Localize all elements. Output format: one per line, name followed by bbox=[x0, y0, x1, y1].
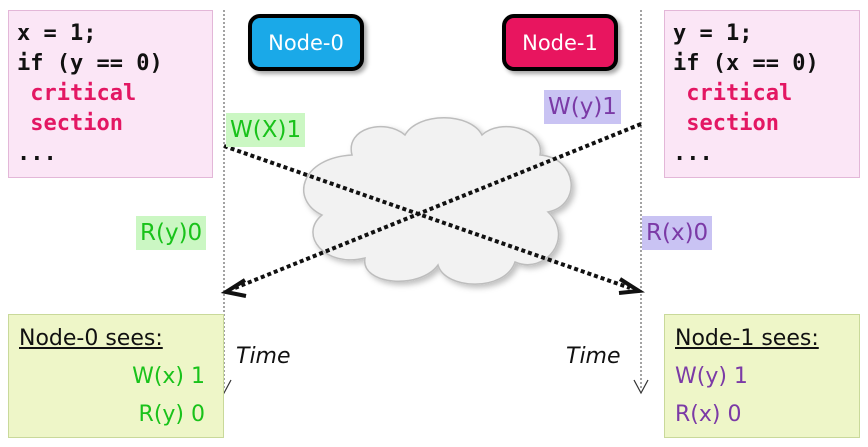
node1-sees-title: Node-1 sees: bbox=[675, 326, 819, 351]
node0-code-box: x = 1; if (y == 0) critical section... bbox=[8, 10, 213, 178]
node0-code-line: ... bbox=[17, 141, 57, 166]
node1-code-line: if (x == 0) bbox=[673, 51, 819, 76]
node0-code-line: if (y == 0) bbox=[17, 51, 163, 76]
node1-sees-entry: W(y) 1 bbox=[675, 364, 748, 389]
node1-timeline bbox=[633, 10, 649, 395]
message-wx-arrow bbox=[223, 144, 645, 295]
node0-sees-entry: R(y) 0 bbox=[138, 402, 205, 427]
node1-label: Node-1 bbox=[502, 14, 618, 71]
event-w-x-1: W(X)1 bbox=[226, 113, 306, 147]
node1-code-line: critical bbox=[673, 81, 793, 106]
node1-time-label: Time bbox=[566, 344, 621, 369]
node0-code-line: critical bbox=[17, 81, 137, 106]
node0-label: Node-0 bbox=[248, 14, 364, 71]
node1-time-arrowhead-icon bbox=[633, 379, 649, 395]
node1-code-line: ... bbox=[673, 141, 713, 166]
node0-time-label: Time bbox=[236, 344, 291, 369]
node1-code-line: y = 1; bbox=[673, 21, 753, 46]
node0-sees-title: Node-0 sees: bbox=[19, 326, 163, 351]
node1-sees-box: Node-1 sees: W(y) 1 R(x) 0 bbox=[664, 314, 860, 438]
message-wy-arrow bbox=[220, 122, 642, 298]
arrowhead-icon bbox=[220, 278, 247, 298]
node0-sees-box: Node-0 sees: W(x) 1 R(y) 0 bbox=[8, 314, 224, 438]
node0-code-line: x = 1; bbox=[17, 21, 97, 46]
event-w-y-1: W(y)1 bbox=[544, 90, 621, 124]
node1-sees-entry: R(x) 0 bbox=[675, 402, 742, 427]
node1-code-line: section bbox=[673, 111, 779, 136]
arrowhead-icon bbox=[618, 277, 645, 295]
node1-code-box: y = 1; if (x == 0) critical section... bbox=[664, 10, 860, 178]
event-r-y-0: R(y)0 bbox=[136, 216, 207, 250]
node0-code-line: section bbox=[17, 111, 123, 136]
event-r-x-0: R(x)0 bbox=[642, 216, 713, 250]
cloud-icon bbox=[303, 117, 572, 285]
node0-sees-entry: W(x) 1 bbox=[132, 364, 205, 389]
